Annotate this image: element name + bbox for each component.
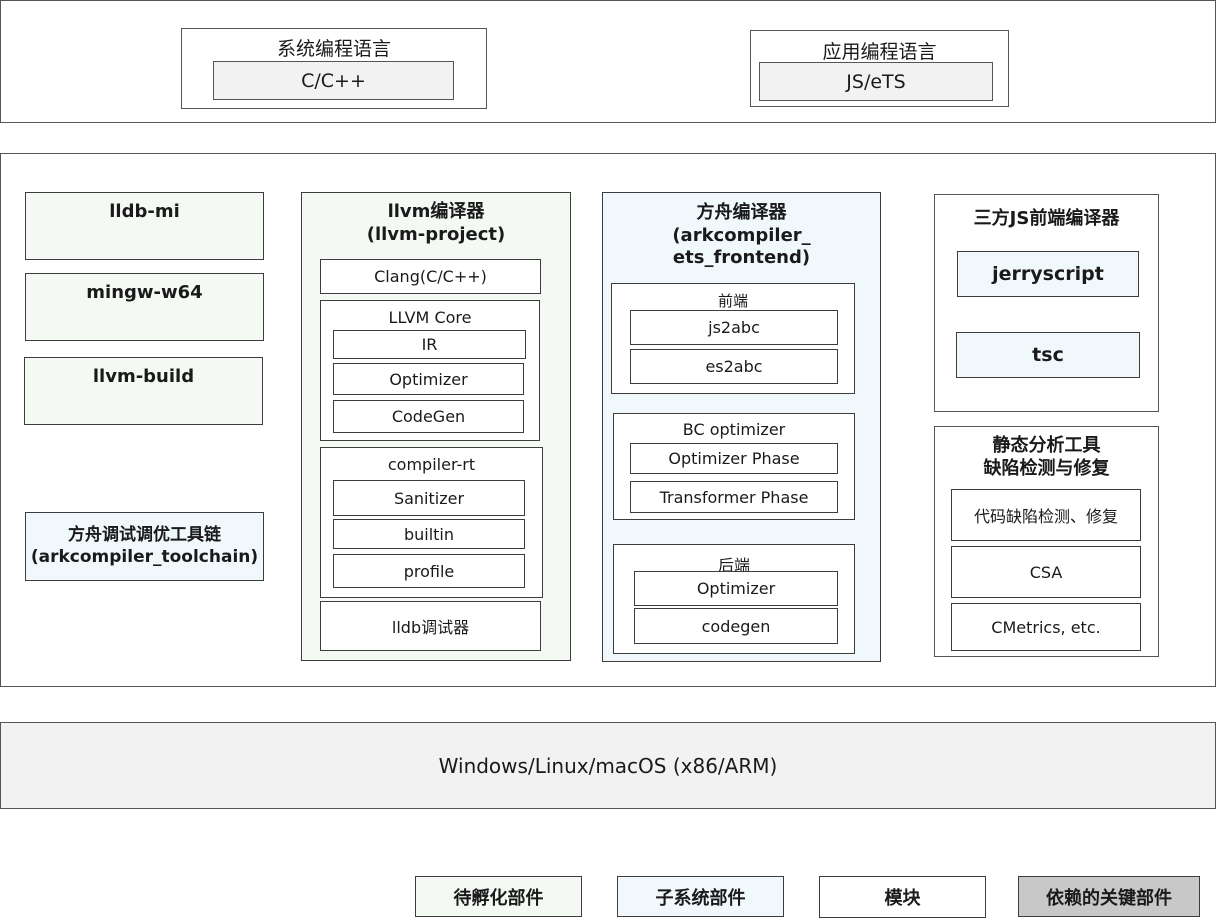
languages-band [0, 0, 1216, 123]
app-language-title: 应用编程语言 [822, 41, 937, 63]
app-language-group: 应用编程语言 [750, 30, 1009, 107]
ark-compiler-title: 方舟编译器 (arkcompiler_ ets_frontend) [672, 202, 811, 268]
lldb-mi-label: lldb-mi [109, 201, 180, 222]
third-party-group: 三方JS前端编译器 [934, 194, 1159, 412]
tsc-box: tsc [956, 332, 1140, 378]
lldb-debugger-box: lldb调试器 [320, 601, 541, 651]
legend-incubating: 待孵化部件 [415, 876, 582, 917]
sanitizer-box: Sanitizer [333, 480, 525, 516]
clang-box: Clang(C/C++) [320, 259, 541, 294]
optimizer-phase-box: Optimizer Phase [630, 443, 838, 474]
js-ets-box: JS/eTS [759, 62, 993, 101]
bc-optimizer-title: BC optimizer [682, 420, 786, 439]
static-analysis-group: 静态分析工具 缺陷检测与修复 [934, 426, 1159, 657]
defect-detection-box: 代码缺陷检测、修复 [951, 489, 1141, 541]
llvm-build-label: llvm-build [92, 366, 195, 387]
legend-subsystem: 子系统部件 [617, 876, 784, 917]
platform-label: Windows/Linux/macOS (x86/ARM) [438, 753, 778, 778]
toolchain-band [0, 153, 1216, 687]
mingw-box: mingw-w64 [25, 273, 264, 341]
builtin-box: builtin [333, 519, 525, 549]
ir-box: IR [333, 330, 526, 359]
cmetrics-box: CMetrics, etc. [951, 603, 1141, 651]
transformer-phase-box: Transformer Phase [630, 481, 838, 513]
system-language-title: 系统编程语言 [276, 38, 391, 60]
ark-optimizer-box: Optimizer [634, 571, 838, 606]
legend-dependency: 依赖的关键部件 [1018, 876, 1200, 917]
lldb-mi-box: lldb-mi [25, 192, 264, 260]
csa-box: CSA [951, 546, 1141, 598]
js2abc-box: js2abc [630, 310, 838, 345]
cpp-box: C/C++ [213, 61, 454, 100]
llvm-codegen-box: CodeGen [333, 400, 524, 433]
ark-codegen-box: codegen [634, 608, 838, 644]
ark-frontend-title: 前端 [717, 292, 748, 310]
static-analysis-title: 静态分析工具 缺陷检测与修复 [983, 435, 1110, 479]
llvm-compiler-title: llvm编译器 (llvm-project) [366, 201, 506, 245]
llvm-build-box: llvm-build [24, 357, 263, 425]
jerryscript-box: jerryscript [957, 251, 1139, 297]
third-party-title: 三方JS前端编译器 [973, 208, 1120, 229]
compiler-rt-title: compiler-rt [387, 455, 476, 474]
system-language-group: 系统编程语言 [181, 28, 487, 109]
ark-toolchain-box: 方舟调试调优工具链 (arkcompiler_toolchain) [25, 512, 264, 581]
ark-backend-title: 后端 [717, 556, 750, 575]
llvm-optimizer-box: Optimizer [333, 363, 524, 395]
profile-box: profile [333, 554, 525, 588]
mingw-label: mingw-w64 [86, 282, 203, 303]
legend-module: 模块 [819, 876, 986, 918]
llvm-core-title: LLVM Core [388, 308, 472, 327]
es2abc-box: es2abc [630, 349, 838, 384]
platform-band: Windows/Linux/macOS (x86/ARM) [0, 722, 1216, 809]
